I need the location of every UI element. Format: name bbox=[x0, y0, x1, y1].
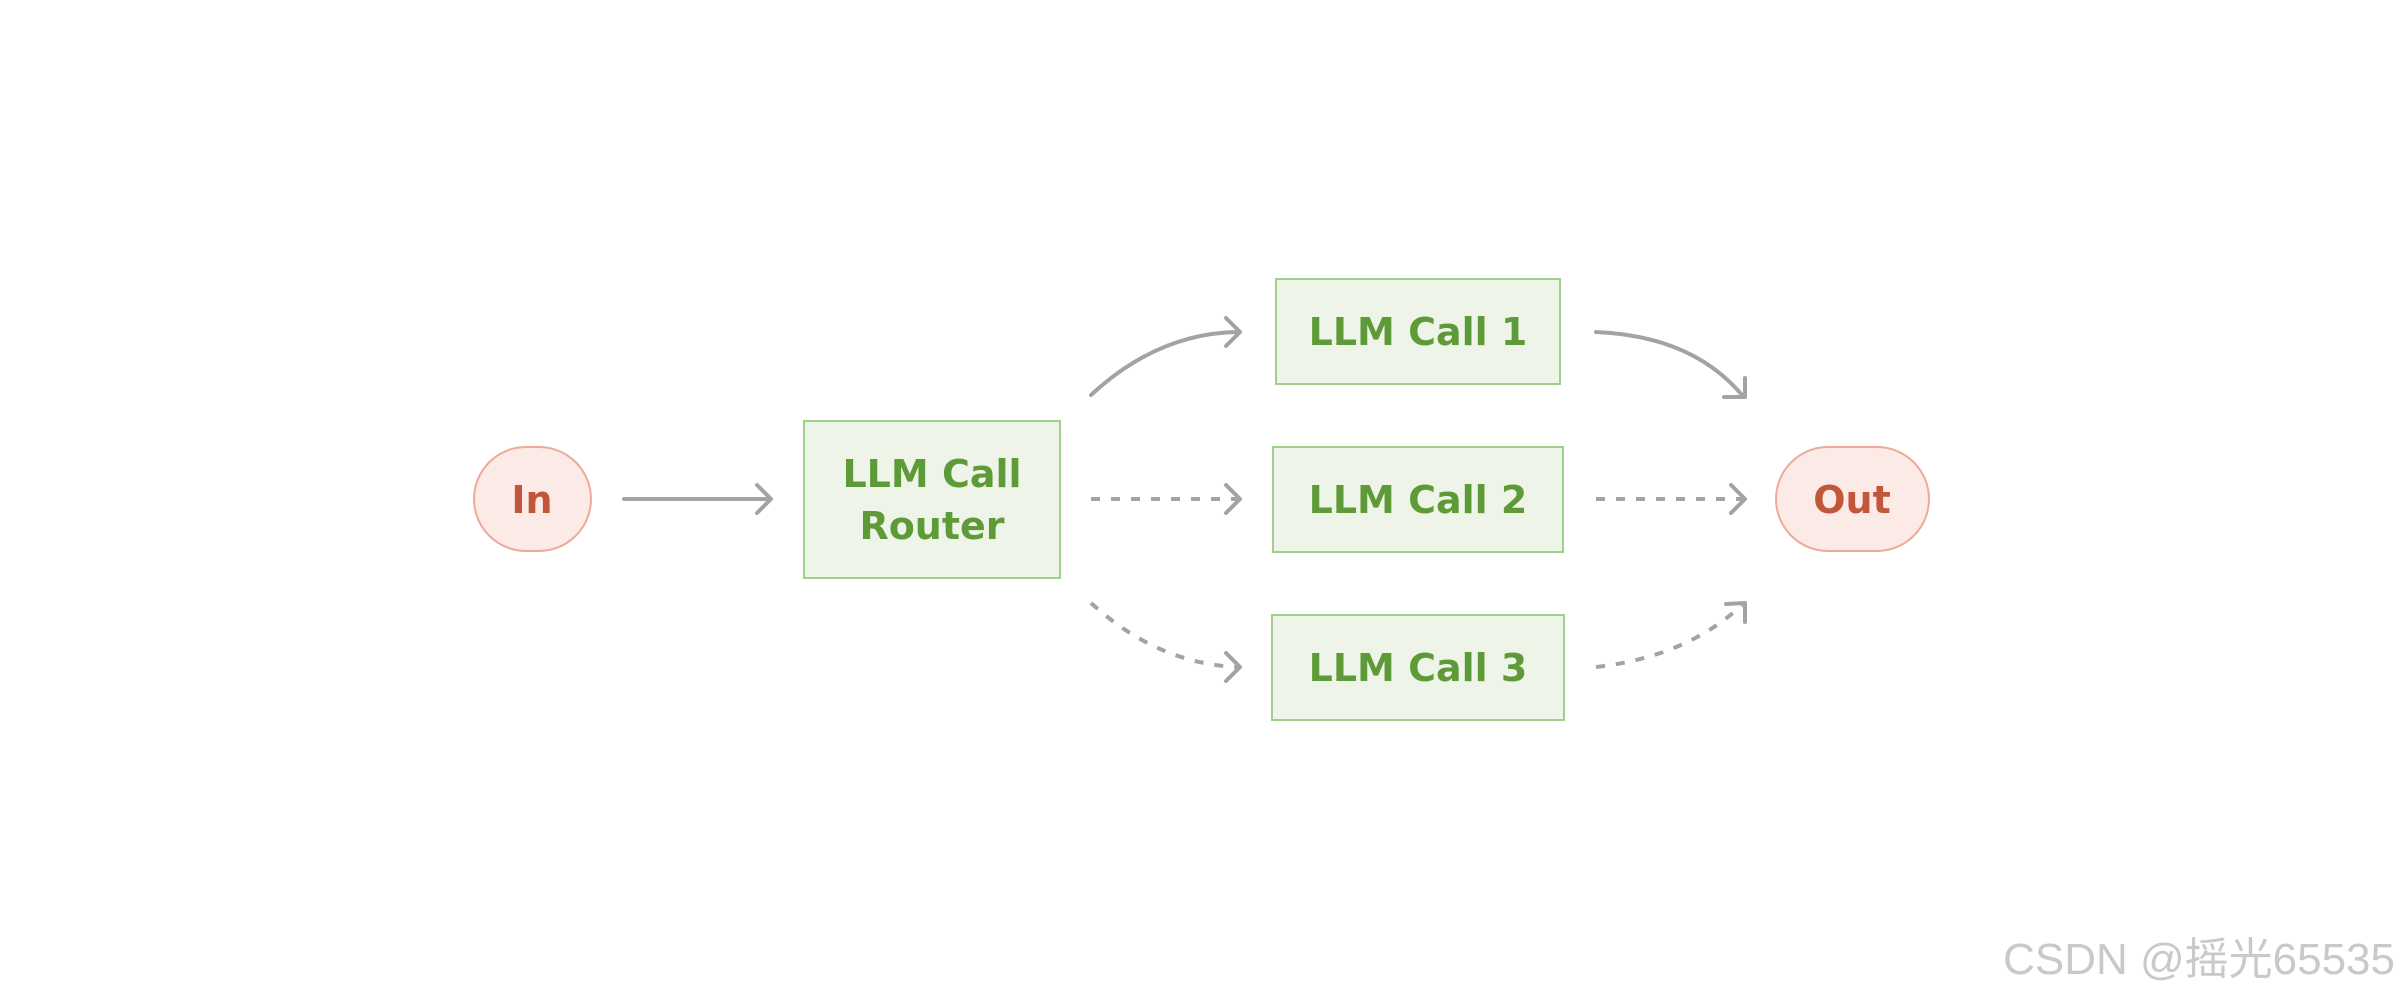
router-node-label-line1: LLM Call bbox=[842, 452, 1021, 496]
llm-call-1-label: LLM Call 1 bbox=[1309, 310, 1528, 354]
edge-router-to-call3-arrowhead bbox=[1224, 651, 1242, 683]
edge-call3-to-out bbox=[1595, 601, 1747, 669]
edge-router-to-call1-arrowhead bbox=[1224, 316, 1242, 348]
edge-call2-to-out bbox=[1596, 483, 1747, 515]
input-node: In bbox=[473, 446, 592, 552]
edge-call2-to-out-arrowhead bbox=[1729, 483, 1747, 515]
llm-call-2-label: LLM Call 2 bbox=[1309, 478, 1528, 522]
llm-call-3-node: LLM Call 3 bbox=[1271, 614, 1565, 721]
llm-call-1-shape bbox=[1275, 278, 1561, 385]
edge-router-to-call1 bbox=[1089, 316, 1242, 397]
edge-router-to-call3-line bbox=[1089, 601, 1239, 669]
edge-call3-to-out-arrowhead bbox=[1724, 601, 1747, 624]
edge-call1-to-out-arrowhead bbox=[1722, 376, 1747, 399]
watermark-text: CSDN @摇光65535 bbox=[2003, 935, 2395, 984]
edge-call1-to-out bbox=[1594, 330, 1747, 399]
edge-call3-to-out-line bbox=[1595, 603, 1744, 669]
llm-call-2-node: LLM Call 2 bbox=[1272, 446, 1564, 553]
router-node: LLM Call Router bbox=[803, 420, 1061, 579]
llm-call-3-shape bbox=[1271, 614, 1565, 721]
llm-call-2-shape bbox=[1272, 446, 1564, 553]
edge-in-to-router bbox=[622, 483, 773, 515]
llm-call-3-label: LLM Call 3 bbox=[1309, 646, 1528, 690]
edge-call1-to-out-line bbox=[1594, 330, 1744, 397]
output-node-label: Out bbox=[1813, 478, 1891, 522]
router-node-label-line2: Router bbox=[859, 504, 1004, 548]
output-node: Out bbox=[1775, 446, 1930, 552]
edge-router-to-call3 bbox=[1089, 601, 1242, 683]
input-node-label: In bbox=[511, 478, 552, 522]
edge-in-to-router-arrowhead bbox=[755, 483, 773, 515]
llm-call-1-node: LLM Call 1 bbox=[1275, 278, 1561, 385]
input-node-shape bbox=[473, 446, 592, 552]
output-node-shape bbox=[1775, 446, 1930, 552]
router-node-shape bbox=[803, 420, 1061, 579]
edge-router-to-call1-line bbox=[1089, 330, 1240, 397]
edge-router-to-call2 bbox=[1091, 483, 1242, 515]
edge-router-to-call2-arrowhead bbox=[1224, 483, 1242, 515]
